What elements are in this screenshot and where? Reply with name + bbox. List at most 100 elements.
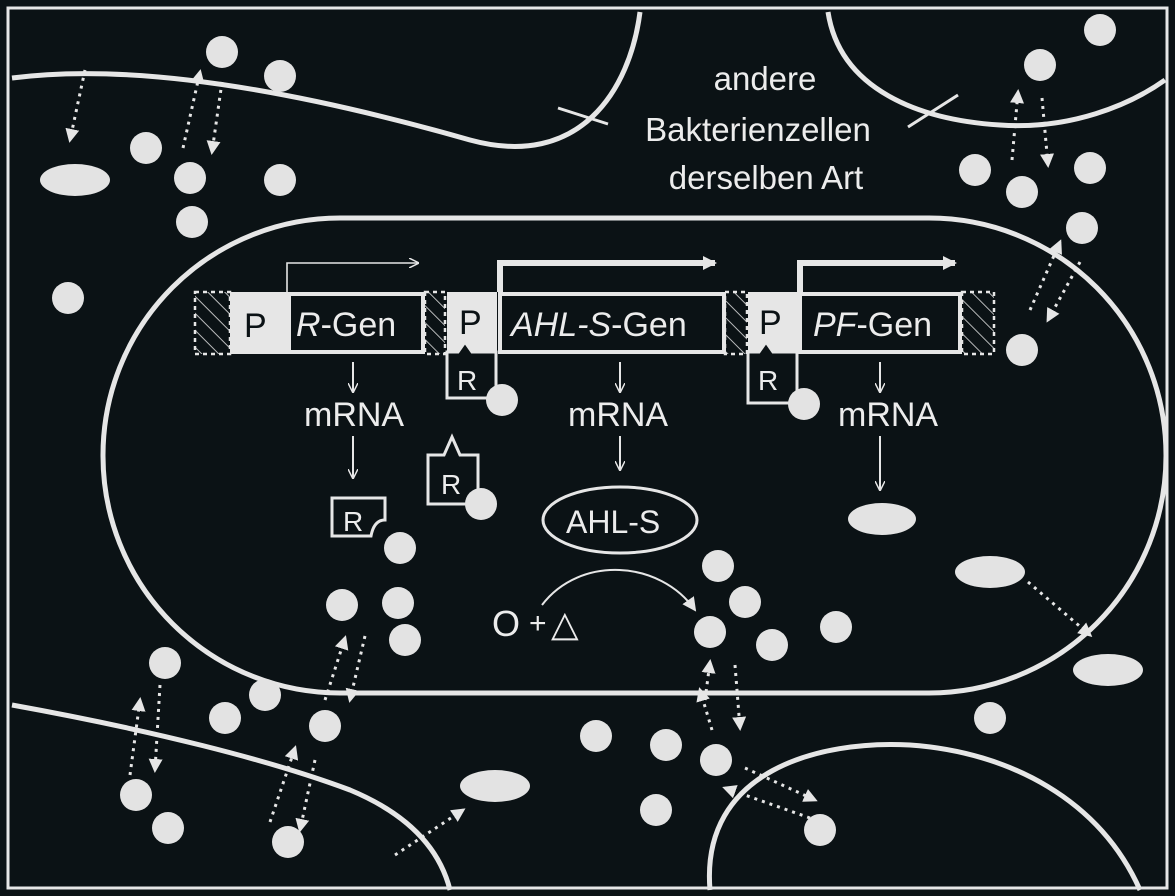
autoinducer-molecule-icon [804, 814, 836, 846]
transcription-start-arrow-icon [286, 263, 418, 292]
gene-label-r: R-Gen [296, 306, 396, 344]
dna-spacer-3 [723, 290, 749, 356]
promoter-label-2: P [459, 304, 482, 342]
autoinducer-molecule-icon [249, 679, 281, 711]
autoinducer-molecule-icon [650, 729, 682, 761]
ahl-s-enzyme-oval [541, 485, 699, 555]
regulator-protein-icon [330, 496, 387, 538]
dotted-diffusion-arrow-icon [148, 684, 163, 773]
autoinducer-molecule-icon [694, 616, 726, 648]
pf-protein-ovals [40, 164, 1143, 802]
autoinducer-molecules [52, 14, 1116, 858]
autoinducer-molecule-icon [1074, 152, 1106, 184]
autoinducer-molecule-icon [176, 206, 208, 238]
autoinducer-molecule-icon [384, 532, 416, 564]
reaction-substrate-a: O [492, 603, 520, 644]
operon-r-gen: P R-Gen mRNA R [230, 263, 425, 538]
reaction-substrate-b: △ [551, 603, 579, 644]
autoinducer-free-bound [465, 488, 497, 520]
neighbor-cell-bottom-right [706, 742, 1143, 892]
dotted-diffusion-arrows [65, 69, 1093, 857]
autoinducer-molecule-icon [209, 702, 241, 734]
enzyme-label: AHL-S [566, 504, 660, 540]
dotted-diffusion-arrow-icon [732, 664, 747, 731]
autoinducer-molecule-icon [264, 164, 296, 196]
autoinducer-molecule-icon [756, 629, 788, 661]
label-pointer-left [557, 106, 609, 126]
promoter-box-3 [748, 292, 798, 354]
autoinducer-molecule-icon [152, 812, 184, 844]
autoinducer-bound-2 [486, 384, 518, 416]
autoinducer-molecule-icon [52, 282, 84, 314]
autoinducer-molecule-icon [1024, 49, 1056, 81]
dotted-diffusion-arrow-icon [696, 687, 714, 731]
dotted-diffusion-arrow-icon [128, 697, 146, 776]
dotted-diffusion-arrow-icon [181, 69, 205, 149]
dotted-diffusion-arrow-icon [744, 766, 818, 802]
dna-spacer-2 [423, 290, 447, 356]
autoinducer-molecule-icon [1006, 334, 1038, 366]
autoinducer-molecule-icon [382, 587, 414, 619]
autoinducer-molecule-icon [1084, 14, 1116, 46]
dna-spacer-4 [960, 290, 996, 356]
free-regulator-complex: R [426, 433, 497, 520]
dotted-diffusion-arrow-icon [206, 81, 224, 155]
autoinducer-molecule-icon [326, 589, 358, 621]
autoinducer-molecule-icon [149, 647, 181, 679]
gene-label-pf: PF-Gen [813, 306, 932, 344]
promoter-label-1: P [244, 307, 267, 345]
synthesis-reaction: O + △ [492, 568, 697, 644]
autoinducer-molecule-icon [120, 779, 152, 811]
free-regulator-label: R [441, 469, 461, 500]
regulator-protein-free-icon [426, 433, 480, 506]
dna-spacer-1 [193, 290, 232, 356]
bound-regulator-label-2: R [457, 365, 477, 396]
regulator-label-translated: R [343, 506, 363, 537]
bound-regulator-label-3: R [758, 365, 778, 396]
transcription-start-arrow-strong-icon [497, 256, 717, 292]
reaction-arrow [541, 568, 697, 612]
promoter-box-1 [230, 292, 287, 354]
autoinducer-molecule-icon [700, 744, 732, 776]
dotted-diffusion-arrow-icon [65, 69, 87, 143]
autoinducer-molecule-icon [272, 826, 304, 858]
dotted-diffusion-arrow-icon [268, 745, 299, 823]
neighbor-label-line3: derselben Art [669, 159, 863, 196]
promoter-label-3: P [759, 304, 782, 342]
autoinducer-bound-3 [788, 388, 820, 420]
autoinducer-molecule-icon [389, 624, 421, 656]
dotted-diffusion-arrow-icon [295, 759, 317, 833]
autoinducer-molecule-icon [206, 36, 238, 68]
operon-ahl-s-gen: P AHL-S-Gen R mRNA AHL-S [445, 256, 726, 555]
dotted-diffusion-arrow-icon [1046, 261, 1082, 323]
autoinducer-molecule-icon [959, 154, 991, 186]
gene-label-ahl-s: AHL-S-Gen [509, 306, 687, 344]
autoinducer-molecule-icon [174, 162, 206, 194]
mrna-label-3: mRNA [838, 396, 938, 434]
gene-box-ahl-s [498, 292, 726, 354]
autoinducer-molecule-icon [1066, 212, 1098, 244]
dotted-diffusion-arrow-icon [394, 808, 466, 857]
dotted-diffusion-arrow-icon [345, 635, 367, 703]
autoinducer-molecule-icon [264, 60, 296, 92]
neighbor-cell-top-left [11, 11, 643, 149]
operon-pf-gen: P PF-Gen R mRNA [746, 256, 962, 535]
pf-protein-oval-icon [40, 164, 110, 196]
mrna-label-2: mRNA [568, 396, 668, 434]
label-pointer-right [907, 93, 959, 129]
dotted-diffusion-arrow-icon [1027, 580, 1093, 637]
neighbor-label-line1: andere [714, 60, 817, 97]
bound-regulator-icon-2 [445, 339, 498, 400]
transcription-start-arrow-strong-icon [797, 256, 957, 292]
gene-box-r [287, 292, 425, 354]
promoter-box-2 [447, 292, 497, 354]
pf-protein-oval-icon [1073, 654, 1143, 686]
pf-protein-oval-icon [460, 770, 530, 802]
bound-regulator-icon-3 [746, 339, 799, 405]
autoinducer-molecule-icon [580, 720, 612, 752]
frame-border [6, 6, 1169, 890]
neighbor-label-line2: Bakterienzellen [645, 111, 871, 148]
autoinducer-molecule-icon [702, 550, 734, 582]
dotted-diffusion-arrow-icon [1010, 89, 1025, 161]
reaction-plus: + [529, 607, 547, 640]
